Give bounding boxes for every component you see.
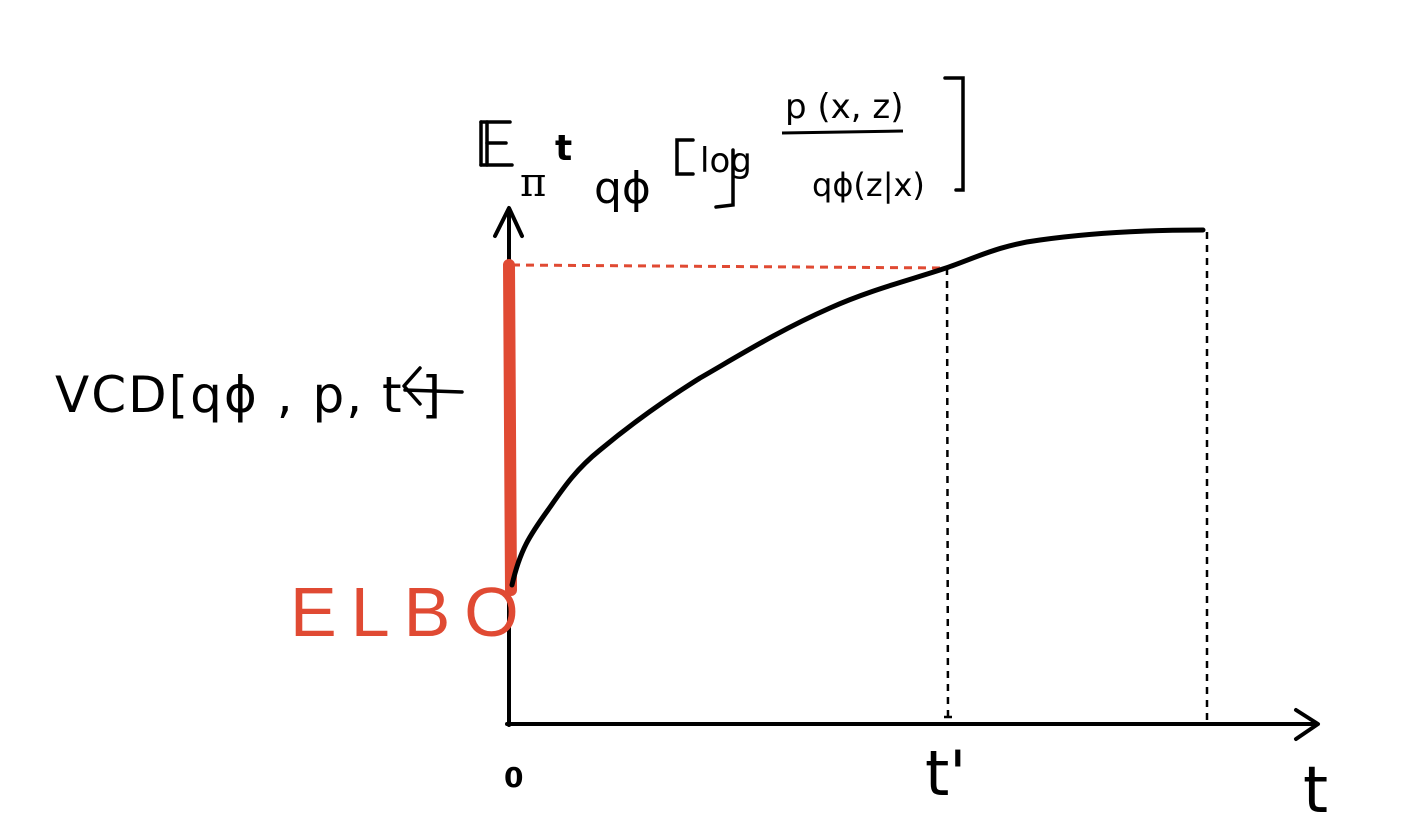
- y-axis-label: π t qϕ log p (x, z) qϕ(z|x): [479, 76, 965, 214]
- elbo-label: ELBO: [290, 573, 533, 651]
- vcd-arrow-shaft: [403, 388, 464, 394]
- right-square-bracket: [943, 76, 965, 192]
- t-prime-label: t': [925, 737, 966, 810]
- y-axis-arrowhead: [493, 206, 524, 238]
- log-bracket-tail: [714, 148, 735, 209]
- q-phi-subscript: qϕ: [594, 163, 651, 214]
- pi-subscript: π: [520, 160, 546, 206]
- expectation-curve: [509, 227, 1206, 588]
- vcd-label: VCD[qϕ , p, t ]: [55, 366, 443, 424]
- x-axis-arrowhead: [1294, 708, 1320, 741]
- origin-label: 0: [504, 761, 523, 794]
- fraction-numerator: p (x, z): [785, 87, 904, 127]
- x-axis: [505, 708, 1320, 741]
- left-square-bracket: [675, 138, 695, 176]
- expectation-symbol: [479, 120, 514, 167]
- fraction-denominator: qϕ(z|x): [812, 166, 925, 204]
- red-dashed-guide: [511, 263, 947, 270]
- vcd-arrow-head: [402, 366, 422, 406]
- fraction-bar: [781, 129, 904, 135]
- t-prime-dashed-line: [945, 267, 950, 723]
- log-text: log: [700, 141, 752, 181]
- vcd-label-group: VCD[qϕ , p, t ]: [55, 366, 464, 424]
- x-axis-label: t: [1303, 754, 1328, 828]
- vcd-red-bar: [503, 259, 517, 596]
- t-superscript: t: [555, 128, 572, 169]
